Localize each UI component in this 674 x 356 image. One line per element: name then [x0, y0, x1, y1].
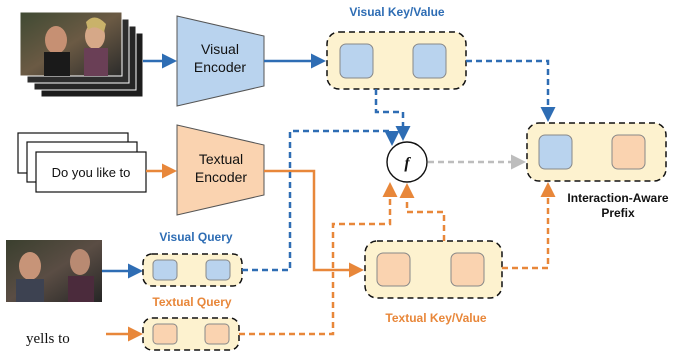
visual-kv-container [326, 31, 467, 90]
textual-kv-to-prefix-arrow [502, 182, 556, 270]
dialogue-text: Do you like to [52, 165, 131, 180]
dialogue-documents-stack: Do you like to [17, 132, 147, 193]
visual-query-label: Visual Query [159, 230, 232, 244]
visual-key-token [339, 43, 374, 79]
textual-encoder: Textual Encoder [176, 124, 265, 216]
visual-kv-to-fusion-arrow [374, 89, 411, 141]
prefix-visual-token [538, 134, 573, 170]
textual-encoder-to-kv-arrow [264, 169, 364, 278]
visual-query-container [142, 253, 243, 287]
textual-query-token-2 [204, 323, 230, 345]
prefix-container [526, 122, 667, 182]
visual-kv-label: Visual Key/Value [349, 5, 444, 19]
textual-query-token-1 [152, 323, 178, 345]
textual-query-container [142, 317, 240, 351]
prefix-textual-token [611, 134, 646, 170]
textual-key-token [376, 252, 411, 287]
video-frames-stack [19, 11, 144, 98]
textual-query-label: Textual Query [152, 295, 231, 309]
visual-kv-to-prefix-arrow [466, 59, 556, 122]
query-text: yells to [26, 331, 70, 347]
visual-query-token-2 [205, 259, 231, 281]
textual-encoder-label-2: Encoder [195, 169, 247, 185]
textual-kv-label: Textual Key/Value [385, 311, 486, 325]
visual-encoder: Visual Encoder [176, 15, 265, 107]
dialogue-document [35, 151, 147, 193]
prefix-label-2: Prefix [601, 206, 635, 220]
visual-value-token [412, 43, 447, 79]
visual-encoder-label-2: Encoder [194, 59, 246, 75]
query-image [6, 240, 102, 302]
visual-query-token-1 [152, 259, 178, 281]
visual-encoder-label: Visual [201, 41, 239, 57]
textual-kv-to-fusion-arrow [399, 183, 446, 241]
fusion-node: f [386, 141, 428, 183]
textual-value-token [450, 252, 485, 287]
fusion-symbol: f [404, 155, 411, 172]
textual-kv-container [364, 240, 503, 299]
textual-query-to-fusion-arrow [239, 182, 398, 336]
textual-encoder-label: Textual [199, 151, 243, 167]
visual-query-to-fusion-arrow [242, 129, 400, 272]
prefix-label: Interaction-Aware [567, 191, 668, 205]
